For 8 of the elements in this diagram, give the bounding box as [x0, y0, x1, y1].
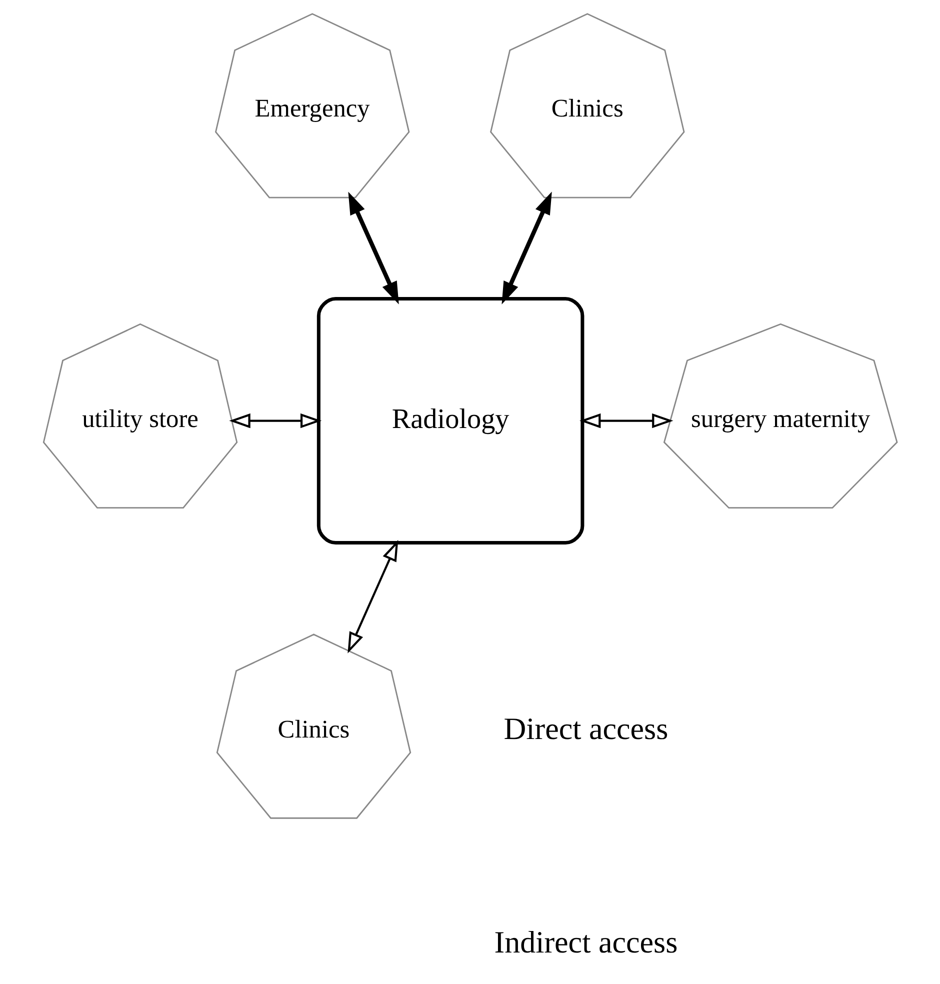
legend-label: Indirect access [494, 924, 678, 960]
arrow [228, 413, 322, 428]
node-box: Radiology [316, 297, 584, 545]
arrow [348, 192, 398, 304]
arrow [579, 413, 673, 428]
legend-label: Direct access [503, 710, 668, 746]
arrow [501, 192, 552, 304]
arrow [347, 540, 398, 654]
